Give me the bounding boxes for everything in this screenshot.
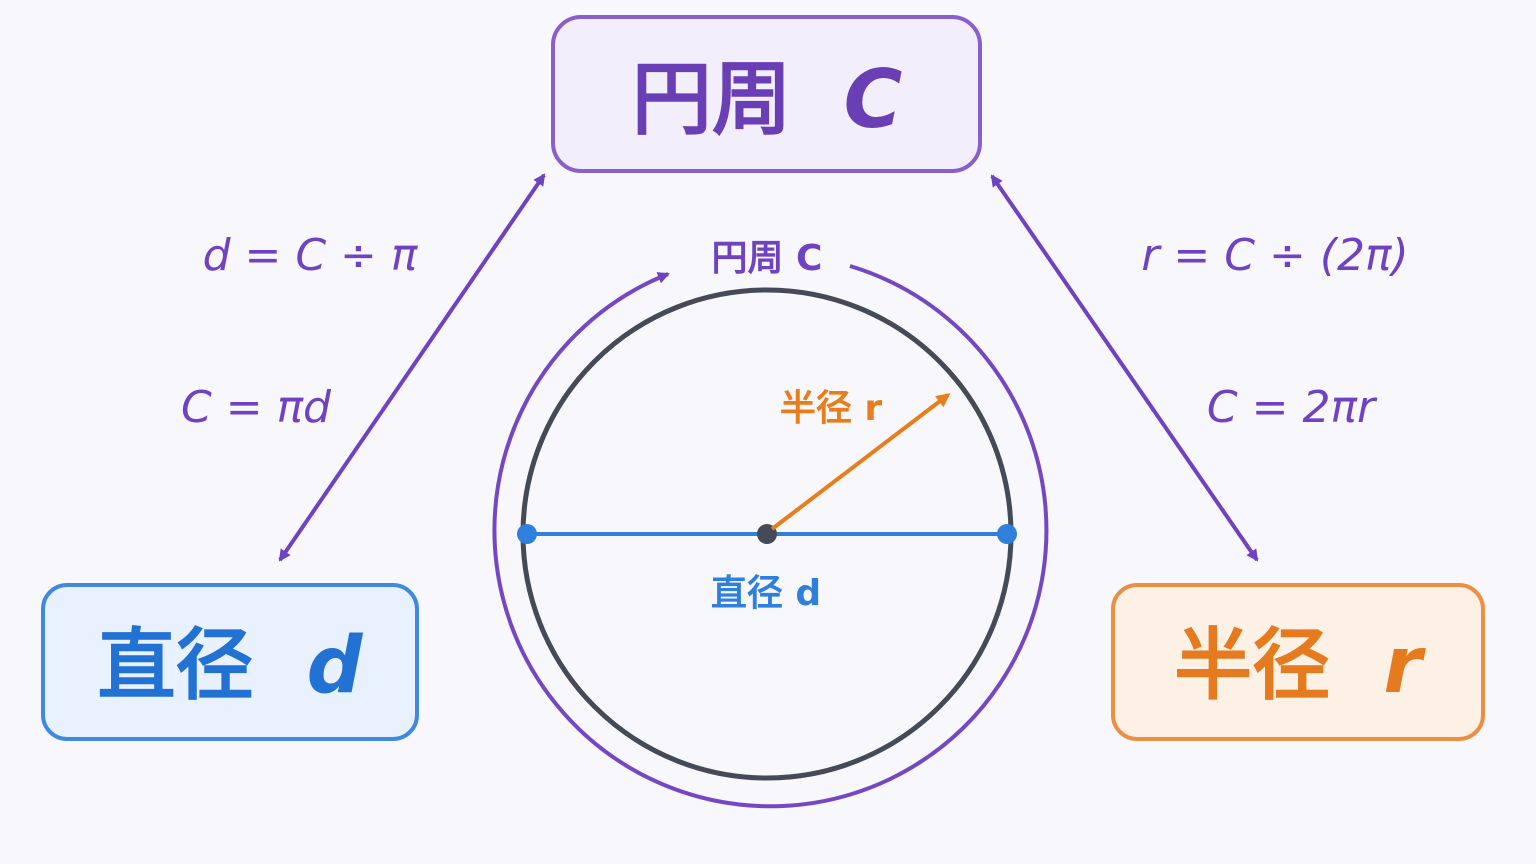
diameter-box-symbol: d — [307, 621, 364, 711]
radius-label: 半径 r — [780, 388, 883, 429]
diameter-box-text: 直径 — [97, 621, 253, 711]
circumference-label: 円周 C — [712, 238, 823, 279]
circumference-box-symbol: C — [844, 53, 903, 146]
radius-box-text: 半径 — [1174, 621, 1330, 711]
diameter-right-point — [997, 524, 1017, 544]
formula-c-from-d: C = πd — [181, 382, 332, 433]
radius-box: 半径 r — [1111, 583, 1485, 741]
formula-d-from-c: d = C ÷ π — [203, 230, 419, 281]
circumference-box-frame — [551, 15, 982, 173]
diameter-box-frame — [41, 583, 419, 741]
circumference-box-label: 円周 C — [632, 53, 903, 146]
formula-r-from-c: r = C ÷ (2π) — [1141, 230, 1408, 281]
diameter-box: 直径 d — [41, 583, 419, 741]
left-double-arrow — [278, 173, 546, 562]
circumference-box: 円周 C — [551, 15, 982, 173]
diameter-box-label: 直径 d — [97, 621, 363, 711]
circumference-box-text: 円周 — [632, 53, 792, 146]
radius-box-label: 半径 r — [1174, 621, 1426, 711]
radius-box-frame — [1111, 583, 1485, 741]
diameter-label: 直径 d — [711, 573, 821, 614]
radius-arrow — [770, 393, 951, 531]
diameter-left-point — [517, 524, 537, 544]
radius-box-symbol: r — [1383, 621, 1426, 711]
right-double-arrow — [990, 174, 1259, 562]
circumference-arc — [492, 264, 1049, 809]
formula-c-from-r: C = 2πr — [1207, 382, 1378, 433]
